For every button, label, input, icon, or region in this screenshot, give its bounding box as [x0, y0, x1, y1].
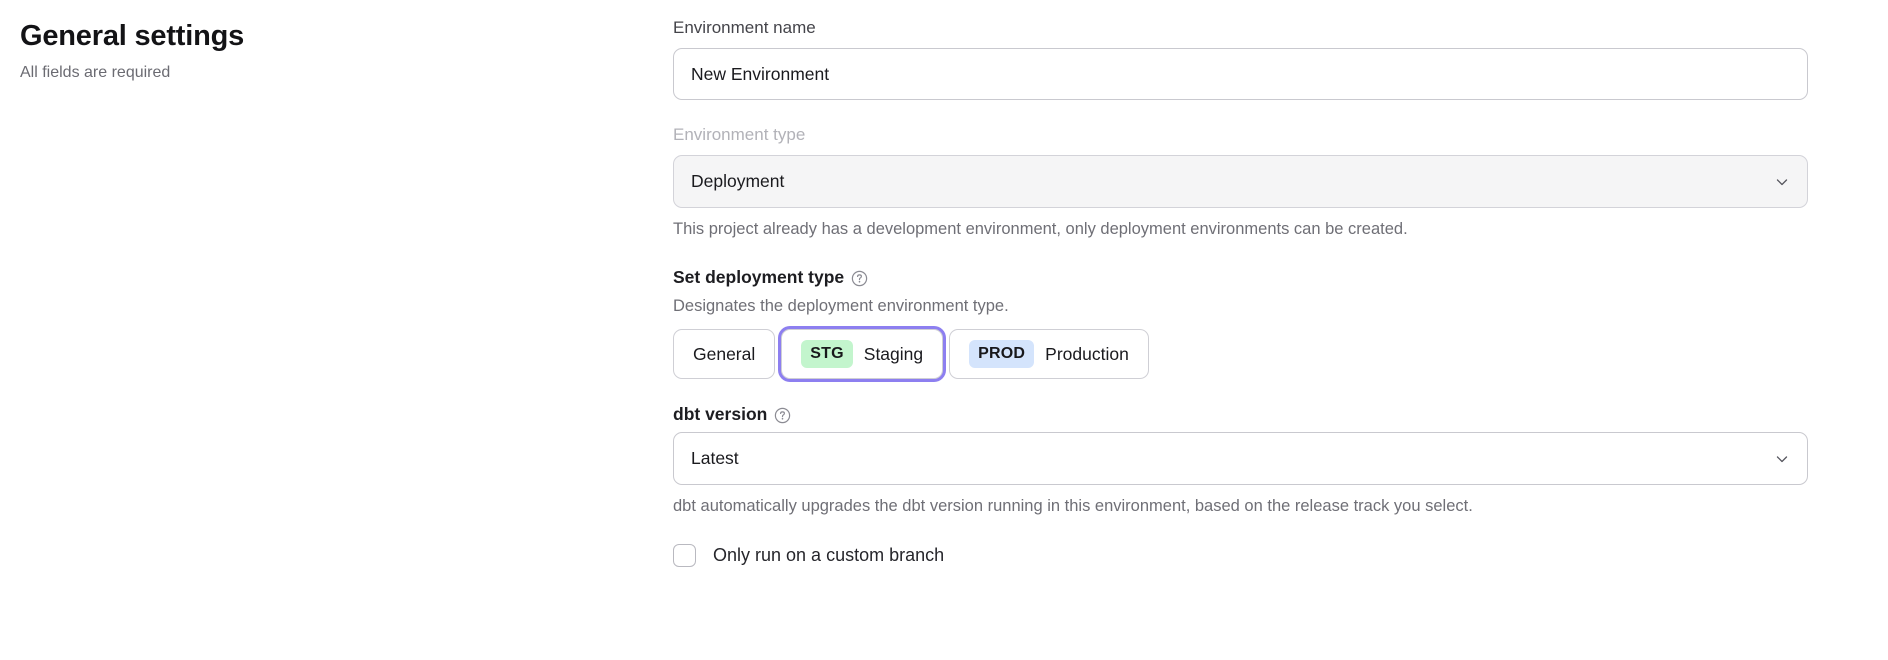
deployment-type-option-staging-label: Staging	[863, 343, 924, 364]
field-deployment-type: Set deployment type Designates the deplo…	[673, 266, 1808, 379]
deployment-type-label: Set deployment type	[673, 267, 845, 287]
field-custom-branch: Only run on a custom branch	[673, 543, 1808, 567]
environment-name-label: Environment name	[673, 18, 816, 37]
dbt-version-helper-text: dbt automatically upgrades the dbt versi…	[673, 497, 1473, 515]
production-badge: PROD	[969, 340, 1035, 368]
environment-type-label: Environment type	[673, 125, 806, 144]
dbt-version-select[interactable]: Latest	[673, 432, 1808, 485]
deployment-type-option-production-label: Production	[1045, 343, 1129, 364]
deployment-type-button-group: General STG Staging PROD Production	[673, 329, 1808, 379]
deployment-type-option-general-label: General	[693, 343, 756, 364]
question-circle-icon[interactable]	[851, 270, 868, 287]
dbt-version-label: dbt version	[673, 404, 768, 424]
dbt-version-select-wrapper: Latest	[673, 432, 1808, 485]
settings-form-column: Environment name Environment type Deploy…	[673, 0, 1848, 567]
environment-name-input[interactable]	[673, 48, 1808, 100]
environment-type-select[interactable]: Deployment	[673, 155, 1808, 208]
field-environment-type: Environment type Deployment This project…	[673, 124, 1808, 240]
environment-type-value: Deployment	[691, 171, 785, 191]
deployment-type-label-row: Set deployment type	[673, 266, 1808, 288]
custom-branch-label[interactable]: Only run on a custom branch	[713, 545, 945, 565]
staging-badge: STG	[801, 340, 853, 368]
dbt-version-label-row: dbt version	[673, 403, 1808, 425]
field-environment-name: Environment name	[673, 17, 1808, 100]
dbt-version-value: Latest	[691, 448, 739, 468]
environment-type-helper-text: This project already has a development e…	[673, 220, 1408, 238]
custom-branch-checkbox[interactable]	[673, 543, 696, 567]
deployment-type-option-staging[interactable]: STG Staging	[781, 329, 944, 379]
question-circle-icon[interactable]	[774, 407, 791, 424]
deployment-type-option-general[interactable]: General	[673, 329, 776, 379]
settings-header-column: General settings All fields are required	[0, 0, 673, 84]
deployment-type-option-production[interactable]: PROD Production	[949, 329, 1149, 379]
environment-type-select-wrapper: Deployment	[673, 155, 1808, 208]
page-subtitle: All fields are required	[20, 64, 171, 81]
page-title: General settings	[20, 20, 245, 52]
field-dbt-version: dbt version Latest	[673, 403, 1808, 517]
deployment-type-helper-text: Designates the deployment environment ty…	[673, 297, 1009, 315]
